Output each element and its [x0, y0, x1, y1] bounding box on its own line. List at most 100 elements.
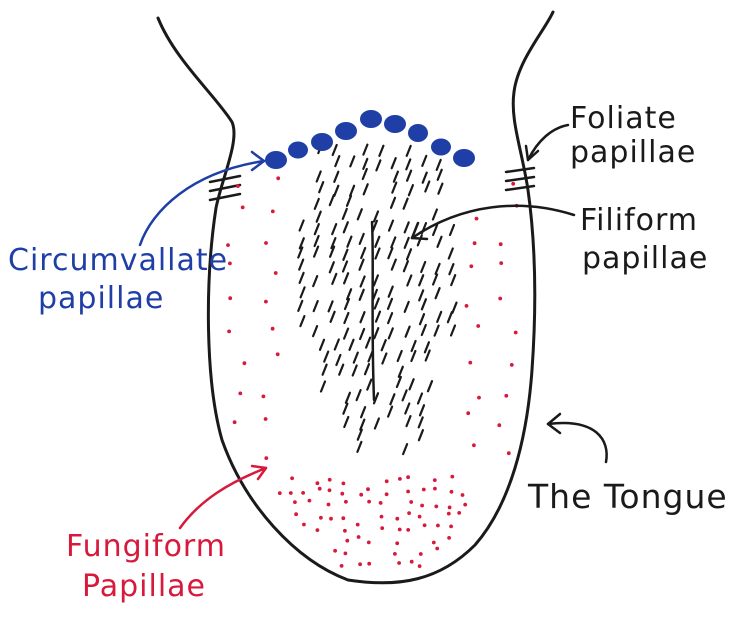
circumvallate-papilla	[384, 115, 406, 133]
filiform-dash	[372, 210, 380, 223]
filiform-dash	[358, 258, 365, 271]
filiform-dash	[362, 157, 369, 170]
fungiform-dot	[327, 488, 332, 493]
filiform-dash	[390, 236, 397, 249]
filiform-dash	[446, 311, 453, 324]
fungiform-dot	[406, 475, 410, 480]
filiform-dash	[315, 210, 322, 223]
filiform-dash	[362, 143, 369, 156]
fungiform-label-line2: Papillae	[82, 569, 207, 604]
fungiform-dot	[227, 329, 232, 334]
filiform-dash	[299, 315, 306, 328]
filiform-dash	[405, 415, 412, 428]
filiform-dash	[343, 272, 350, 285]
filiform-dash	[359, 418, 366, 431]
fungiform-dot	[393, 552, 397, 556]
fungiform-dot	[511, 181, 516, 186]
filiform-dash	[416, 392, 424, 405]
fungiform-dot	[457, 511, 462, 515]
fungiform-dot	[359, 492, 364, 497]
fungiform-dot	[228, 261, 232, 266]
filiform-dash	[387, 405, 394, 418]
filiform-dash	[426, 380, 434, 393]
filiform-dash	[421, 154, 428, 167]
filiform-dash	[418, 289, 425, 302]
fungiform-dot	[477, 395, 481, 400]
fungiform-dot	[417, 514, 422, 519]
fungiform-dot	[242, 361, 247, 366]
fungiform-label-line1: Fungiform	[66, 529, 226, 564]
filiform-dash	[331, 272, 338, 285]
median-groove	[370, 220, 376, 402]
filiform-dash	[420, 298, 427, 311]
filiform-dash	[363, 363, 371, 376]
filiform-dash	[387, 327, 394, 340]
filiform-dash	[374, 247, 381, 260]
fungiform-dot	[463, 502, 468, 507]
filiform-dash	[374, 235, 381, 248]
fungiform-dot	[329, 516, 333, 521]
filiform-dash	[390, 258, 397, 271]
filiform-dash	[327, 300, 334, 313]
circumvallate-label-line1: Circumvallate	[8, 243, 229, 278]
fungiform-dot	[358, 562, 362, 567]
circumvallate-papilla	[265, 151, 287, 169]
fungiform-dot	[367, 499, 371, 504]
filiform-dash	[447, 247, 454, 260]
fungiform-dot	[464, 304, 469, 308]
fungiform-dot	[270, 326, 275, 331]
filiform-dash	[381, 352, 388, 365]
fungiform-dot	[384, 492, 389, 497]
fungiform-dot	[504, 393, 509, 398]
fungiform-dot	[460, 493, 465, 497]
filiform-dash	[346, 288, 353, 301]
fungiform-dot	[228, 296, 233, 301]
filiform-dash	[333, 184, 340, 197]
fungiform-dot	[406, 489, 410, 494]
fungiform-dot	[449, 524, 453, 529]
filiform-dash	[361, 167, 368, 181]
circumvallate-papilla	[360, 110, 382, 128]
filiform-dash	[417, 429, 424, 442]
fungiform-dot	[418, 552, 423, 556]
fungiform-dot	[355, 522, 360, 527]
fungiform-dot	[409, 500, 414, 504]
tongue-title: The Tongue	[528, 477, 728, 516]
filiform-dash	[373, 327, 380, 340]
fungiform-dot	[447, 536, 451, 540]
filiform-dash	[341, 260, 349, 273]
filiform-dash	[392, 170, 399, 183]
fungiform-dot	[301, 491, 305, 495]
fungiform-dot	[366, 487, 370, 492]
filiform-dash	[405, 144, 412, 157]
filiform-dash	[334, 155, 341, 168]
filiform-dash	[329, 245, 336, 258]
filiform-dash	[313, 245, 320, 258]
fungiform-dot	[270, 209, 275, 214]
filiform-dash	[395, 375, 402, 389]
fungiform-dot	[450, 474, 455, 479]
filiform-dash	[343, 311, 350, 325]
fungiform-dot	[276, 176, 281, 181]
filiform-dash	[434, 287, 441, 300]
filiform-dash	[371, 288, 378, 301]
filiform-dash	[318, 181, 325, 194]
fungiform-dot	[449, 489, 454, 494]
fungiform-dot	[263, 417, 268, 421]
circumvallate-label-line2: papillae	[38, 281, 165, 316]
fungiform-dot	[432, 478, 437, 482]
filiform-dash	[387, 312, 394, 325]
fungiform-dot	[474, 216, 479, 221]
filiform-dash	[435, 158, 442, 171]
filiform-dash	[298, 271, 305, 284]
filiform-dash	[406, 169, 413, 182]
fungiform-dot	[379, 514, 384, 519]
fungiform-dot	[341, 481, 346, 486]
filiform-dash	[373, 297, 380, 310]
filiform-dash	[313, 197, 320, 210]
circumvallate-papilla	[288, 141, 308, 159]
filiform-dash	[323, 350, 330, 363]
filiform-dash	[405, 248, 413, 261]
filiform-dash	[328, 261, 335, 274]
